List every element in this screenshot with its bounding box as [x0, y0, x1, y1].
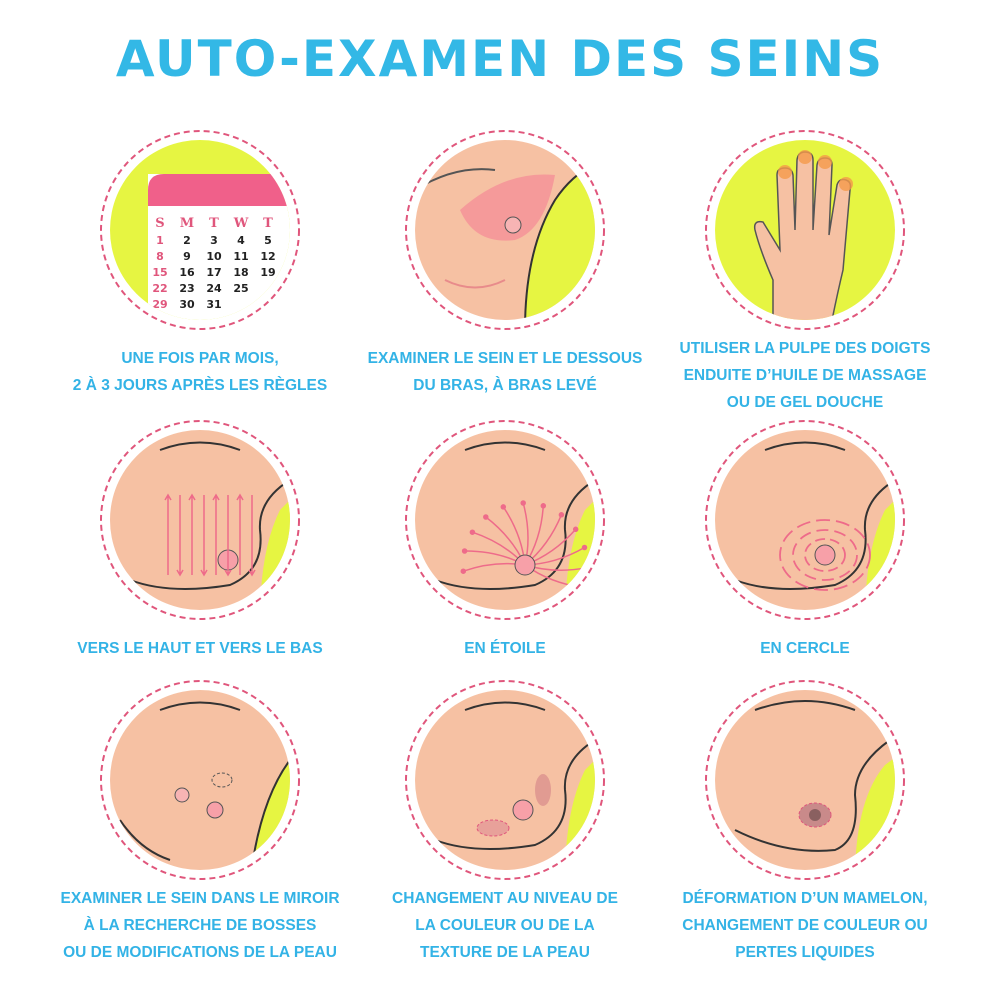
calendar-date: 1: [156, 234, 164, 247]
direction-arrow: [212, 493, 220, 575]
step-6-caption-line: EN CERCLE: [760, 640, 850, 657]
calendar-date: 16: [179, 266, 195, 279]
direction-arrow: [164, 493, 172, 575]
direction-arrow: [224, 495, 232, 577]
step-5-caption-line: EN ÉTOILE: [464, 640, 546, 657]
calendar-date: 9: [183, 250, 191, 263]
step-9-caption-line: DÉFORMATION D’UN MAMELON,: [682, 890, 928, 907]
arrow-head: [500, 504, 507, 510]
direction-arrow: [188, 493, 196, 575]
skin-texture-breast-icon: [405, 680, 605, 880]
step-9-caption-line: CHANGEMENT DE COULEUR OU: [682, 917, 928, 934]
calendar-date: 29: [152, 298, 167, 311]
step-7-caption-line: OU DE MODIFICATIONS DE LA PEAU: [63, 944, 337, 961]
calendar-date: 22: [152, 282, 167, 295]
step-3-caption-line: UTILISER LA PULPE DES DOIGTS: [679, 340, 931, 357]
arrow-head: [572, 526, 579, 533]
arrow-head: [461, 548, 468, 554]
arrow-head: [581, 544, 588, 551]
direction-arrow: [176, 495, 184, 577]
calendar-date: 18: [233, 266, 248, 279]
star-pattern-breast-icon: [405, 420, 605, 620]
step-8-caption-line: LA COULEUR OU DE LA: [415, 917, 595, 934]
direction-arrow: [236, 493, 244, 575]
direction-arrow: [200, 495, 208, 577]
calendar-date: 10: [206, 250, 222, 263]
calendar-date: 24: [206, 282, 222, 295]
step-9-caption-line: PERTES LIQUIDES: [735, 944, 875, 961]
calendar-date: 19: [260, 266, 275, 279]
step-8-caption-line: TEXTURE DE LA PEAU: [420, 944, 590, 961]
calendar-day-header: S: [155, 216, 164, 231]
step-2-caption-line: DU BRAS, À BRAS LEVÉ: [413, 377, 597, 394]
calendar-date: 11: [233, 250, 248, 263]
arrow-head: [584, 564, 590, 571]
hand-fingertips-icon: [705, 130, 905, 330]
up-down-arrows-breast-icon: [100, 420, 300, 620]
calendar-day-header: T: [263, 216, 273, 231]
direction-arrow: [248, 495, 256, 577]
arrow-head: [469, 529, 476, 535]
calendar-day-header: M: [180, 216, 194, 231]
arrow-head: [558, 512, 565, 518]
calendar-date: 25: [233, 282, 248, 295]
step-3-caption-line: ENDUITE D’HUILE DE MASSAGE: [683, 367, 927, 384]
arrow-head: [580, 584, 586, 591]
arrow-head: [540, 503, 547, 509]
lumps-breast-icon: [100, 680, 300, 880]
calendar-day-header: T: [209, 216, 219, 231]
calendar-date: 2: [183, 234, 191, 247]
arrow-head: [520, 500, 526, 506]
step-7-caption-line: À LA RECHERCHE DE BOSSES: [83, 917, 317, 934]
calendar-date: 17: [206, 266, 221, 279]
step-4-caption-line: VERS LE HAUT ET VERS LE BAS: [77, 640, 323, 657]
calendar-date: 23: [179, 282, 194, 295]
step-3-caption-line: OU DE GEL DOUCHE: [726, 394, 884, 411]
arrow-head: [483, 514, 489, 520]
calendar-day-header: W: [233, 216, 249, 231]
page-title: AUTO-EXAMEN DES SEINS: [115, 30, 885, 88]
step-2-caption-line: EXAMINER LE SEIN ET LE DESSOUS: [367, 350, 643, 367]
calendar-date: 12: [260, 250, 275, 263]
step-1-caption-line: UNE FOIS PAR MOIS,: [121, 350, 279, 367]
calendar-date: 3: [210, 234, 218, 247]
calendar-date: 4: [237, 234, 245, 247]
step-1-caption-line: 2 À 3 JOURS APRÈS LES RÈGLES: [72, 377, 328, 394]
arrow-head: [460, 568, 467, 574]
calendar-date: 15: [152, 266, 167, 279]
calendar-date: 31: [206, 298, 221, 311]
circular-pattern-breast-icon: [705, 420, 905, 620]
nipple-deformation-breast-icon: [705, 680, 905, 880]
raised-arm-breast-icon: [405, 130, 605, 330]
calendar-date: 5: [264, 234, 272, 247]
calendar-date: 8: [156, 250, 164, 263]
step-7-caption-line: EXAMINER LE SEIN DANS LE MIROIR: [60, 890, 340, 907]
step-8-caption-line: CHANGEMENT AU NIVEAU DE: [392, 890, 618, 907]
calendar-date: 30: [179, 298, 195, 311]
